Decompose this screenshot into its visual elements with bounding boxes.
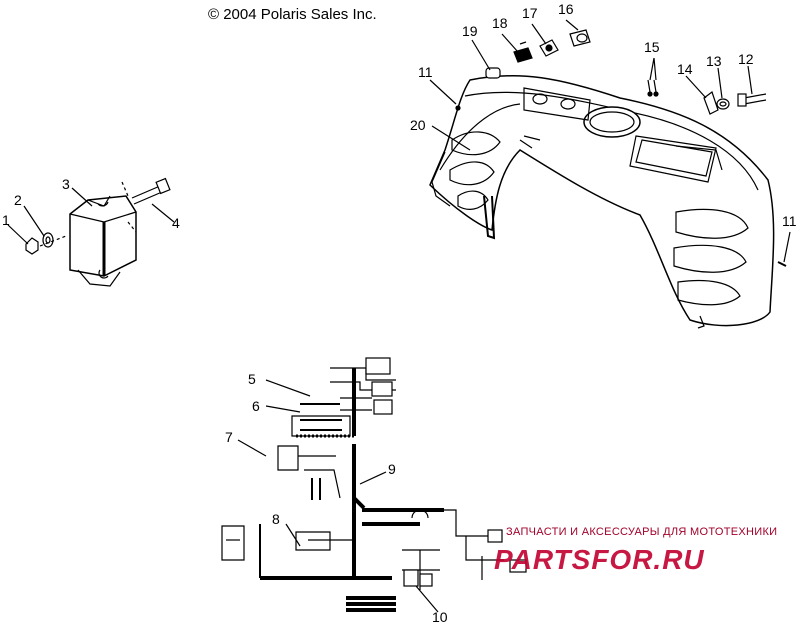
- callout-7: 7: [225, 429, 233, 445]
- callout-19: 19: [462, 23, 478, 39]
- callout-5: 5: [248, 371, 256, 387]
- wiring-harness: [221, 357, 527, 613]
- callout-20: 20: [410, 117, 426, 133]
- callout-11: 11: [418, 64, 433, 80]
- callout-2: 2: [14, 192, 22, 208]
- callout-10: 10: [432, 609, 448, 623]
- regulator-assembly: [7, 177, 175, 287]
- callout-14: 14: [677, 61, 693, 77]
- watermark-logo: PARTSFOR.RU: [494, 544, 705, 575]
- callout-1: 1: [2, 212, 10, 228]
- callout-17: 17: [522, 5, 538, 21]
- callout-16: 16: [558, 1, 574, 17]
- callout-8: 8: [272, 511, 280, 527]
- callout-18: 18: [492, 15, 508, 31]
- callout-12: 12: [738, 51, 754, 67]
- callout-4: 4: [172, 215, 180, 231]
- callout-13: 13: [706, 53, 722, 69]
- callout-6: 6: [252, 398, 260, 414]
- copyright-text: © 2004 Polaris Sales Inc.: [208, 6, 377, 23]
- callout-3: 3: [62, 176, 70, 192]
- callout-11-right: 11: [782, 213, 797, 229]
- dash-panel: [429, 19, 791, 329]
- callout-15: 15: [644, 39, 660, 55]
- callout-9: 9: [388, 461, 396, 477]
- watermark-tagline: ЗАПЧАСТИ И АКСЕССУАРЫ ДЛЯ МОТОТЕХНИКИ: [506, 526, 778, 538]
